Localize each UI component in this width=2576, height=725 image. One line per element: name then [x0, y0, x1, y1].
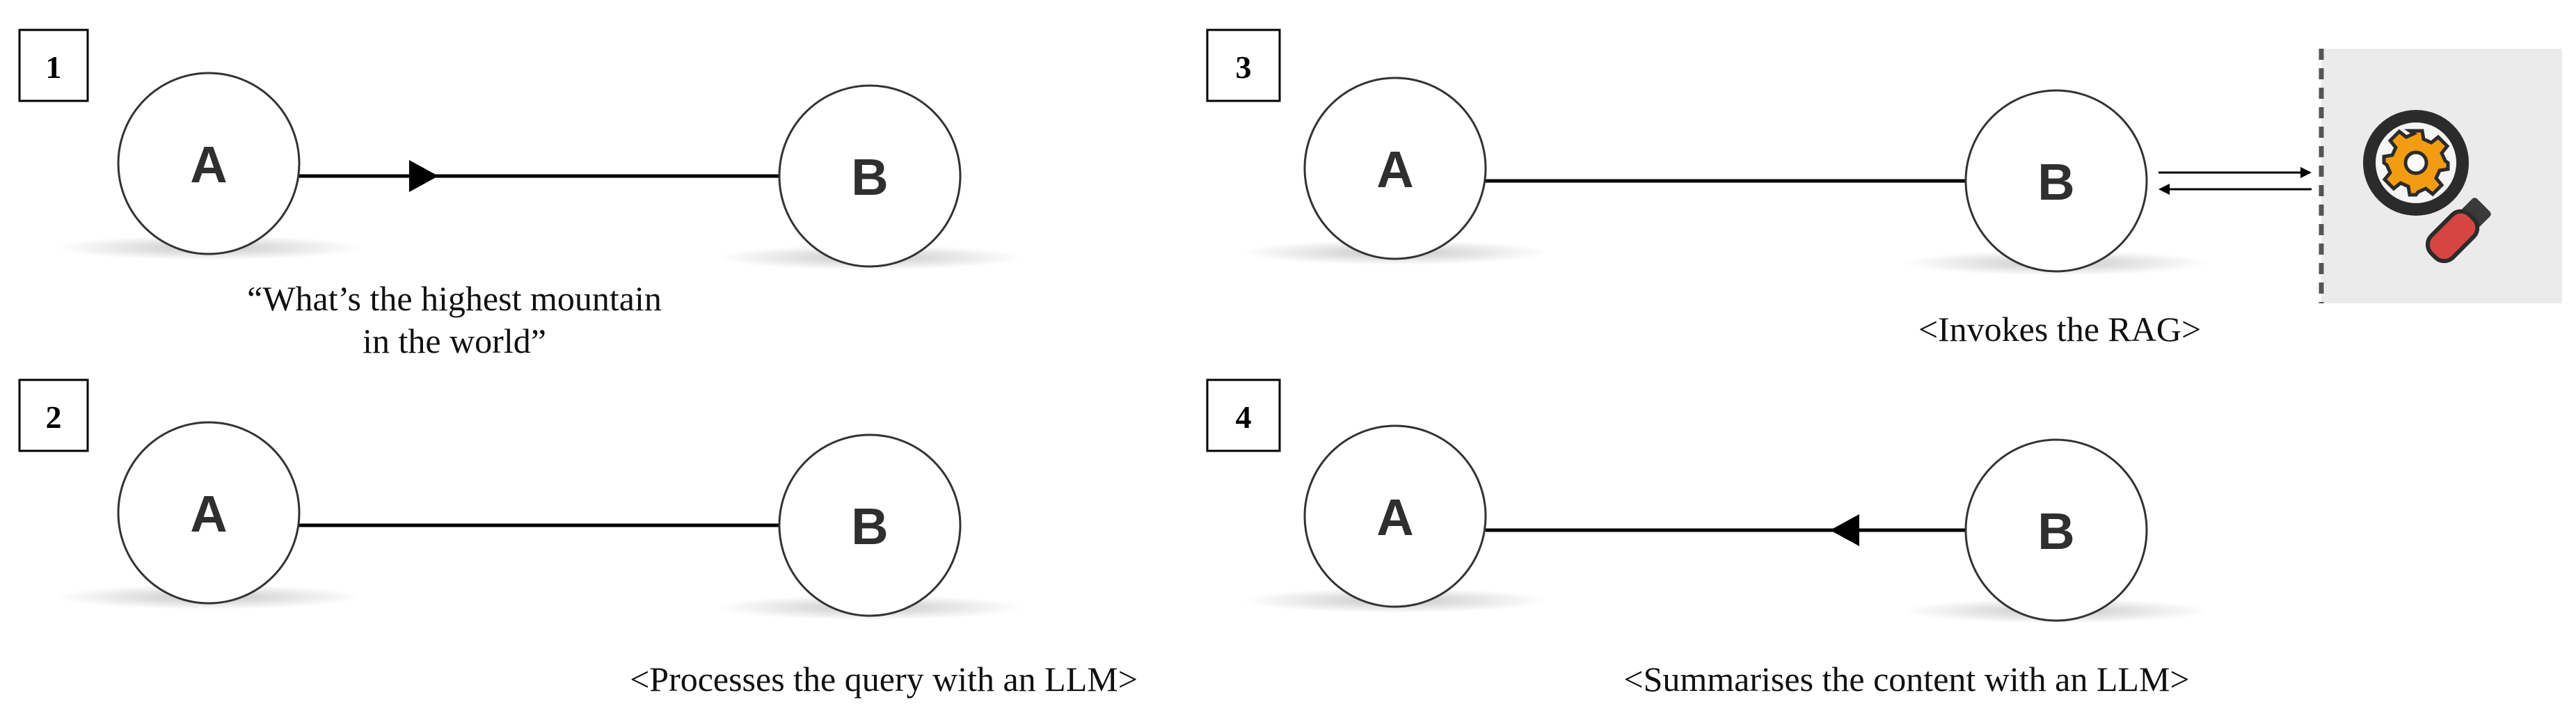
node-a-label: A: [190, 136, 227, 193]
arrow-left-icon: [1830, 514, 1859, 546]
step-badge: [1206, 379, 1281, 452]
node-b-label: B: [2037, 153, 2074, 211]
node-a: [1303, 424, 1487, 608]
step-badge: [1206, 29, 1281, 102]
node-b: [778, 84, 962, 268]
caption-line-1: “What’s the highest mountain: [247, 279, 662, 318]
caption-line-1: <Processes the query with an LLM>: [630, 660, 1138, 699]
search-gear-icon: [2363, 110, 2491, 264]
panel-4: 4 A B <Summarises the content with an LL…: [1206, 379, 2209, 699]
node-a-label: A: [1376, 141, 1413, 198]
node-b: [1964, 438, 2148, 622]
node-a: [1303, 77, 1487, 260]
node-a: [117, 421, 301, 605]
bidirectional-arrows: [2158, 167, 2312, 195]
node-b: [1964, 89, 2148, 273]
step-badge: [18, 29, 89, 102]
node-a-label: A: [190, 485, 227, 543]
panel-2: 2 A B <Processes the query with an LLM>: [18, 379, 1138, 699]
panel-1: 1 A B “What’s the highest mountain in th…: [18, 29, 1023, 360]
arrow-right-icon: [409, 160, 438, 192]
caption-line-1: <Summarises the content with an LLM>: [1623, 660, 2189, 699]
node-b-label: B: [851, 497, 888, 555]
node-a: [117, 72, 301, 255]
node-a-label: A: [1376, 488, 1413, 546]
step-number: 4: [1236, 399, 1252, 435]
caption-line-1: <Invokes the RAG>: [1918, 310, 2201, 349]
node-b-label: B: [2037, 502, 2074, 560]
step-badge: [18, 379, 89, 452]
step-number: 2: [46, 399, 62, 435]
step-number: 1: [46, 49, 62, 85]
caption-line-2: in the world”: [363, 321, 546, 360]
panel-3: 3 A B: [1206, 29, 2562, 349]
node-b: [778, 433, 962, 617]
step-number: 3: [1236, 49, 1252, 85]
node-b-label: B: [851, 148, 888, 206]
